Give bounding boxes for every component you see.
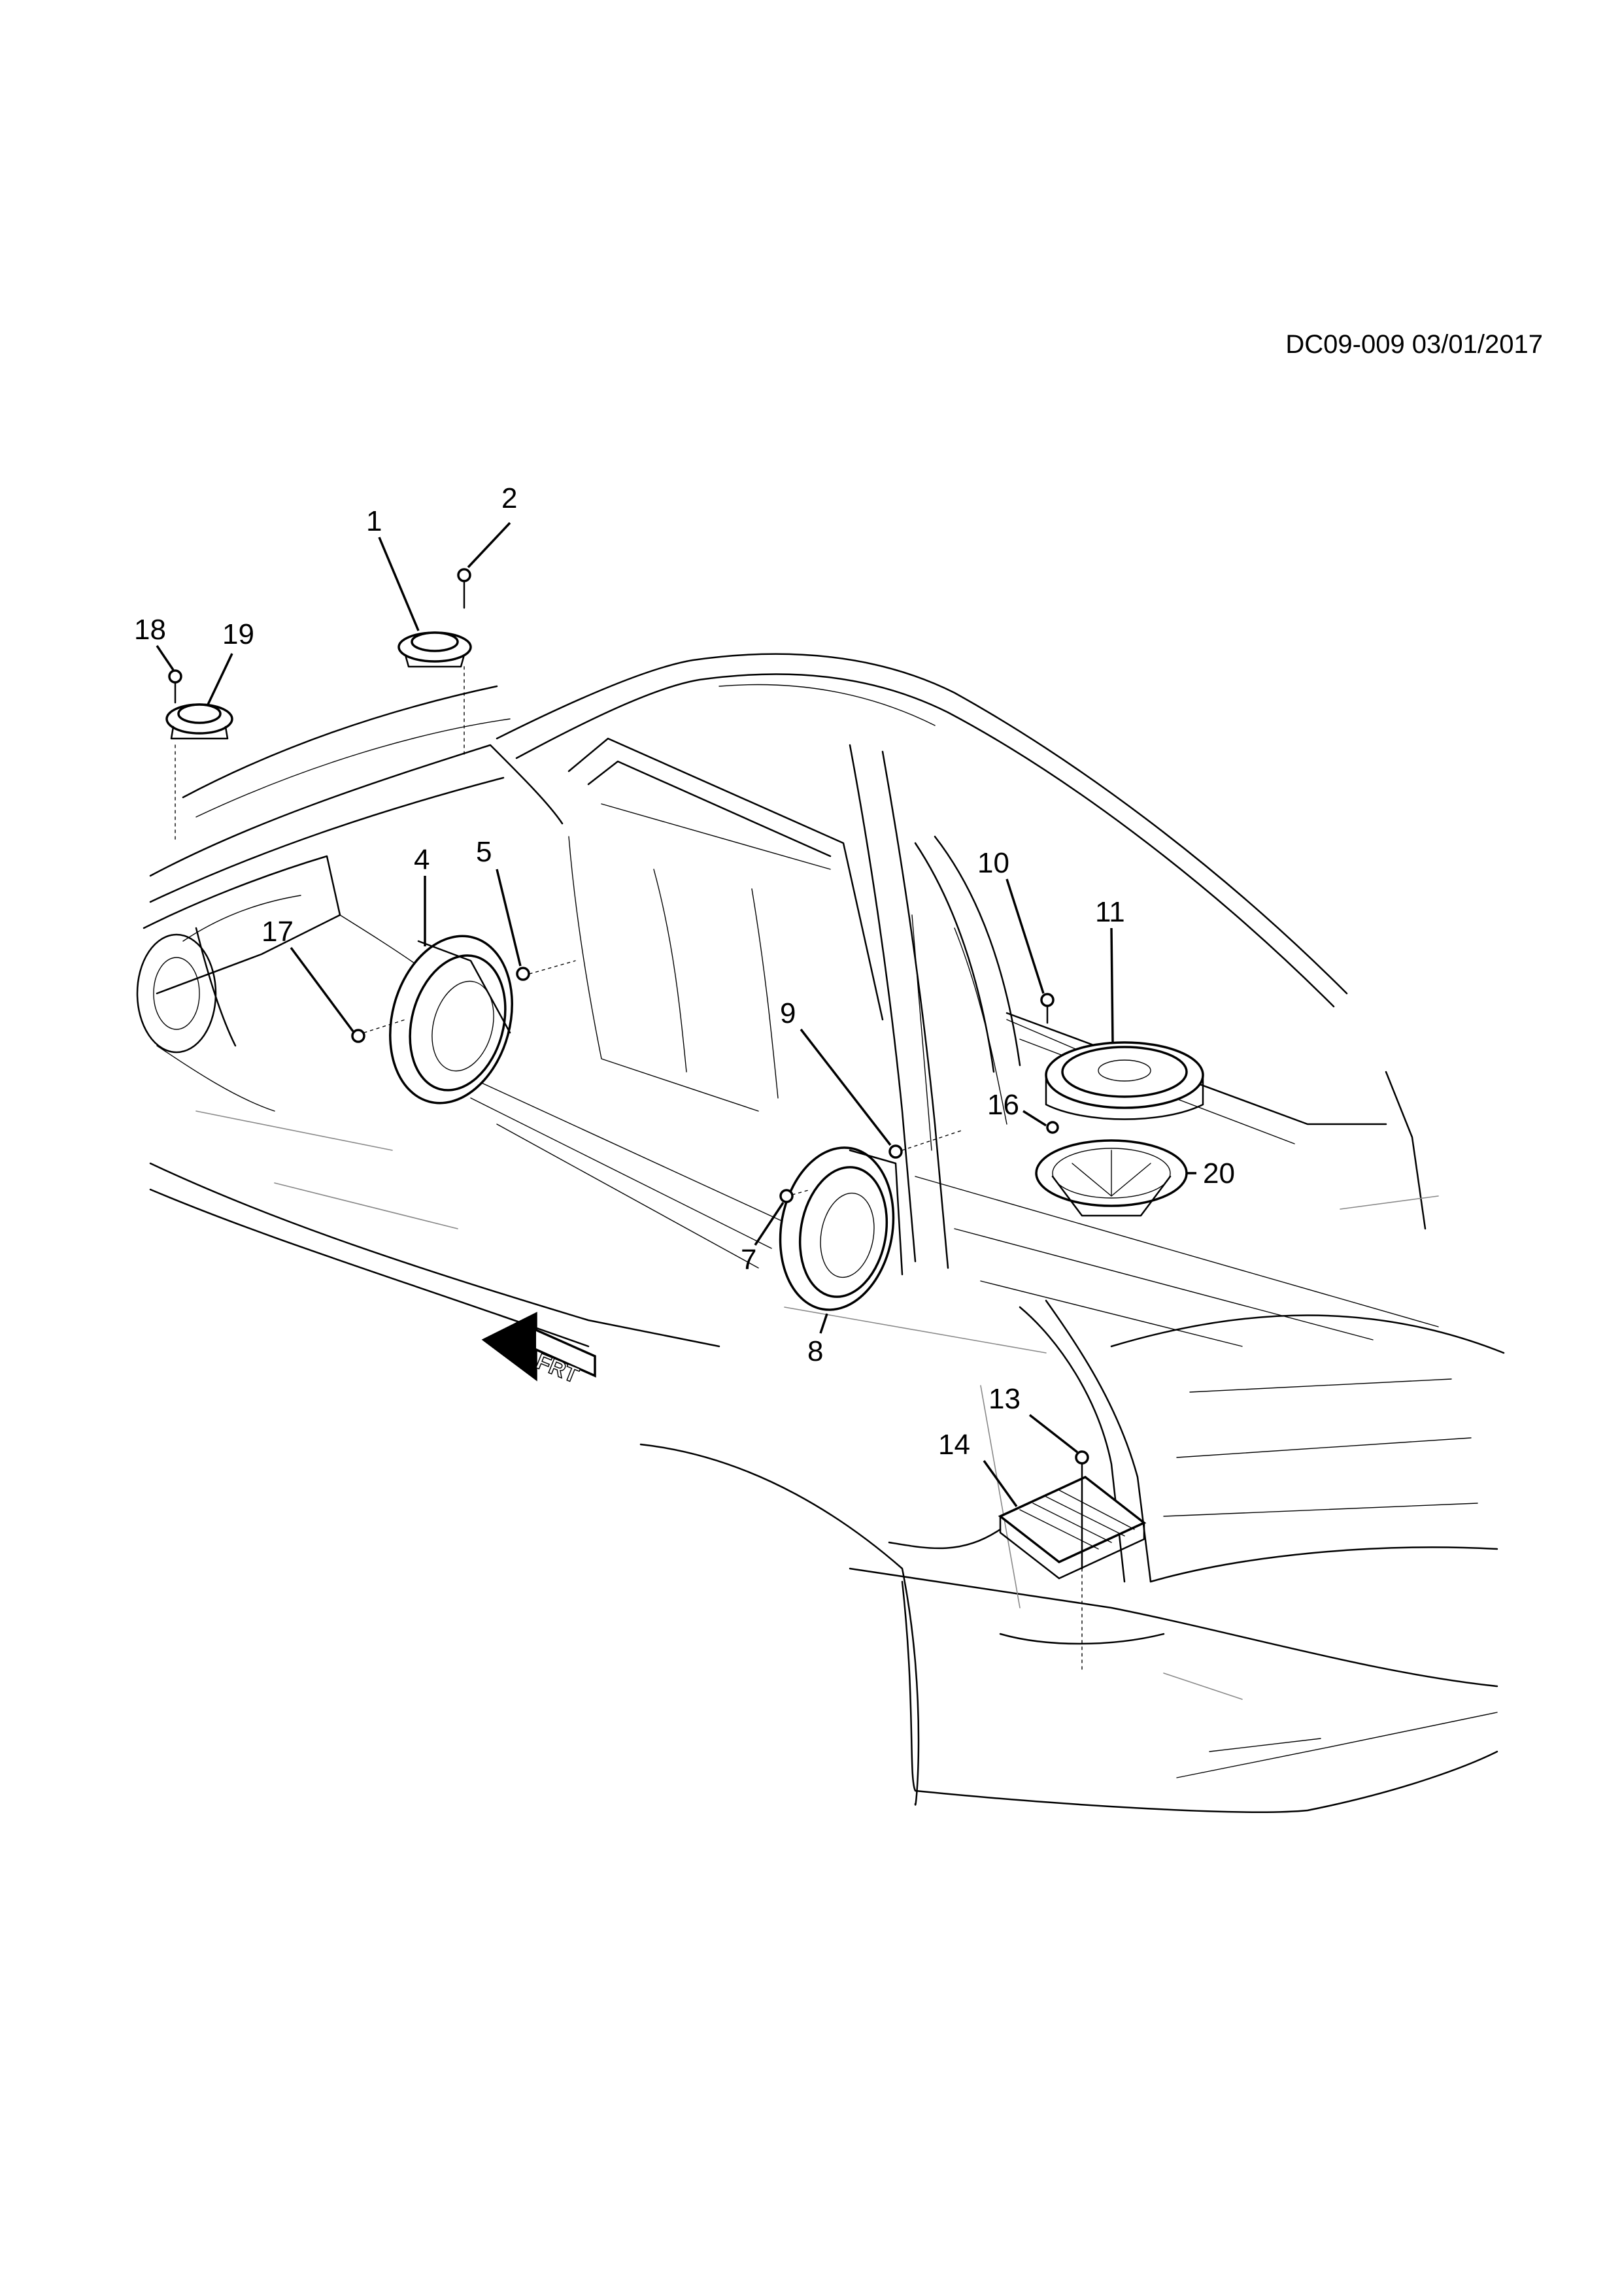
front-direction-arrow-icon: FRT xyxy=(481,1312,596,1389)
fastener-7 xyxy=(779,1189,811,1203)
fastener-5 xyxy=(516,960,576,981)
callout-2: 2 xyxy=(501,482,517,514)
tweeter-left xyxy=(165,703,233,740)
callout-leaders xyxy=(156,522,1196,1508)
speaker-components xyxy=(165,568,1204,1674)
screw-18 xyxy=(168,669,182,844)
callout-18: 18 xyxy=(134,614,166,646)
callout-10: 10 xyxy=(977,847,1009,879)
callout-19: 19 xyxy=(222,618,254,650)
tweeter-center xyxy=(397,631,472,668)
callout-20: 20 xyxy=(1203,1157,1235,1190)
fastener-13 xyxy=(1075,1450,1089,1674)
rear-door-speaker xyxy=(779,1146,904,1311)
screw-2 xyxy=(457,568,471,759)
callout-9: 9 xyxy=(780,997,796,1029)
fastener-16 xyxy=(1046,1121,1059,1134)
rear-deck-speaker xyxy=(1045,1041,1204,1120)
callout-8: 8 xyxy=(807,1335,823,1367)
screw-10 xyxy=(1040,993,1055,1024)
callout-11: 11 xyxy=(1095,896,1125,928)
callout-14: 14 xyxy=(938,1429,970,1461)
callout-7: 7 xyxy=(741,1244,756,1276)
callout-1: 1 xyxy=(366,505,382,537)
document-code: DC09-009 03/01/2017 xyxy=(1285,330,1543,359)
amplifier xyxy=(888,1475,1147,1580)
callout-17: 17 xyxy=(262,916,294,948)
callout-13: 13 xyxy=(988,1383,1021,1415)
callout-4: 4 xyxy=(414,844,430,876)
callout-16: 16 xyxy=(987,1089,1019,1121)
subwoofer-enclosure xyxy=(1035,1139,1188,1217)
fastener-9 xyxy=(888,1130,962,1159)
front-door-speaker xyxy=(389,935,513,1105)
fastener-17 xyxy=(351,1019,406,1043)
callout-5: 5 xyxy=(476,836,492,868)
callout-labels: 1 2 4 5 7 8 9 10 11 13 14 16 17 18 19 20 xyxy=(134,482,1235,1461)
